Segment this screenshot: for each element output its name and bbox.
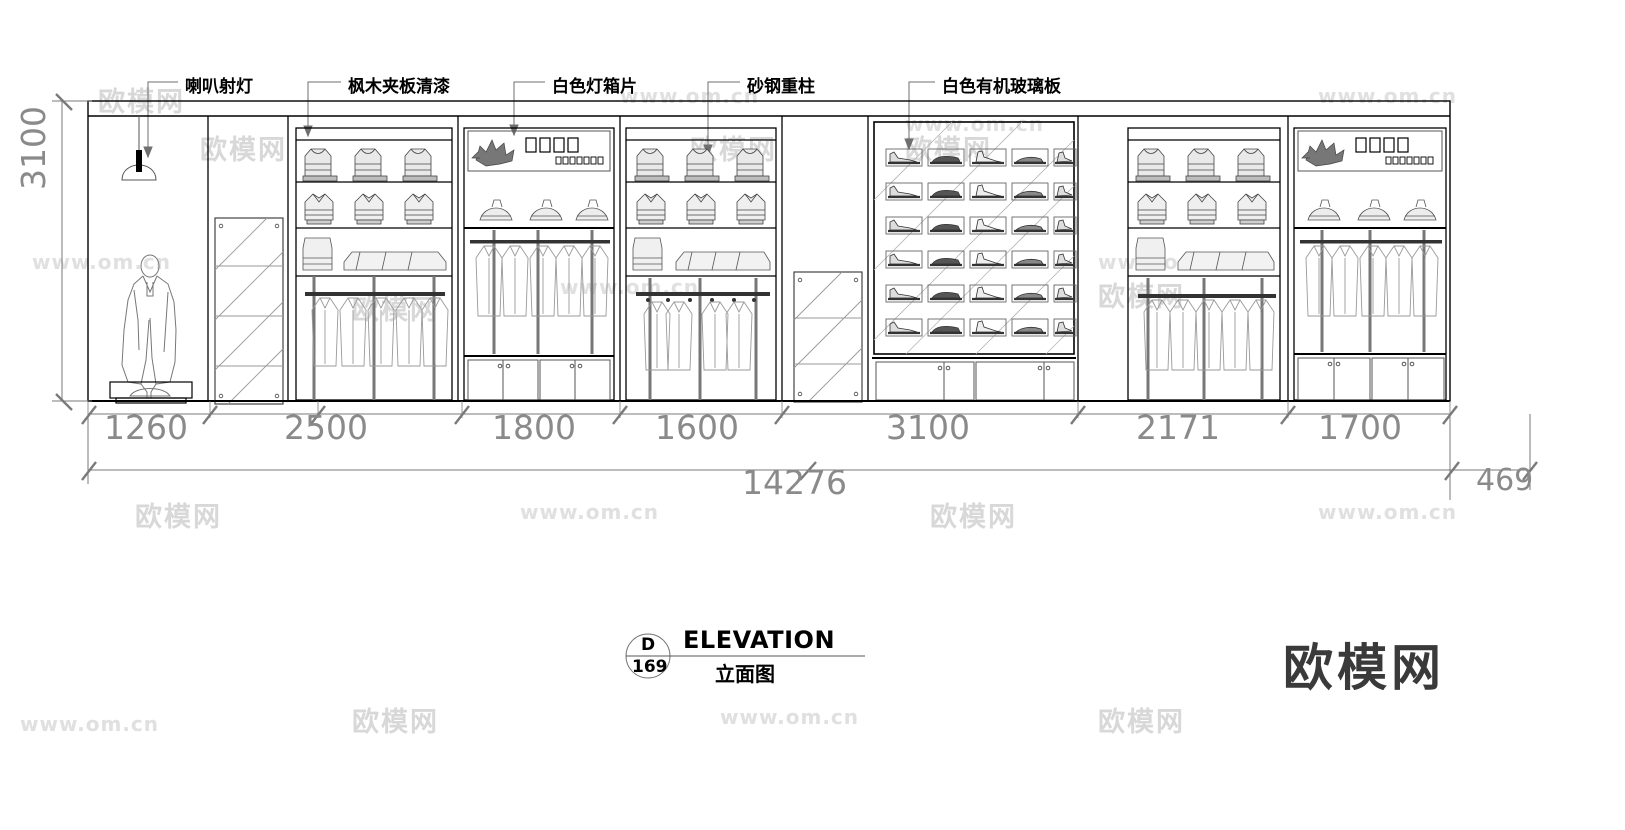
bay-mannequin: [109, 116, 193, 404]
bay-lightbox-1800: [463, 127, 615, 401]
dimension-1800: 1800: [492, 408, 576, 447]
dimension-right-offset: 469: [1476, 463, 1534, 498]
annotation-label-maple-plywood: 枫木夹板清漆: [348, 77, 450, 97]
dimension-overall-width: 14276: [742, 463, 847, 502]
dimension-1260: 1260: [104, 408, 188, 447]
bay-glass-panel-right: [793, 271, 863, 403]
annotation-label-lightbox: 白色灯箱片: [552, 77, 637, 97]
dimension-3100: 3100: [886, 408, 970, 447]
elevation-title-cn: 立面图: [715, 662, 775, 686]
dimension-2171: 2171: [1136, 408, 1220, 447]
bay-shelf-1600: [625, 127, 777, 401]
dimension-1600: 1600: [655, 408, 739, 447]
brand-logo: 欧模网: [1283, 639, 1445, 697]
annotation-label-acrylic: 白色有机玻璃板: [942, 77, 1061, 97]
detail-sheet-number: 169: [632, 657, 668, 677]
bay-shelf-2171: [1127, 127, 1281, 401]
annotation-label-spotlight: 喇叭射灯: [185, 77, 253, 97]
bay-shoes-3100: [872, 121, 1077, 401]
dimension-lines: [52, 93, 1538, 500]
bay-glass-panel-left: [214, 217, 284, 405]
detail-letter: D: [641, 635, 656, 655]
dimension-2500: 2500: [284, 408, 368, 447]
detail-marker-icon: [625, 633, 865, 679]
bay-shelf-2500: [295, 127, 453, 401]
dimension-overall-height: 3100: [14, 106, 53, 190]
annotation-label-steel-column: 砂钢重柱: [747, 77, 815, 97]
bay-lightbox-1700: [1293, 127, 1447, 401]
elevation-title-en: ELEVATION: [683, 626, 836, 654]
dimension-1700: 1700: [1318, 408, 1402, 447]
